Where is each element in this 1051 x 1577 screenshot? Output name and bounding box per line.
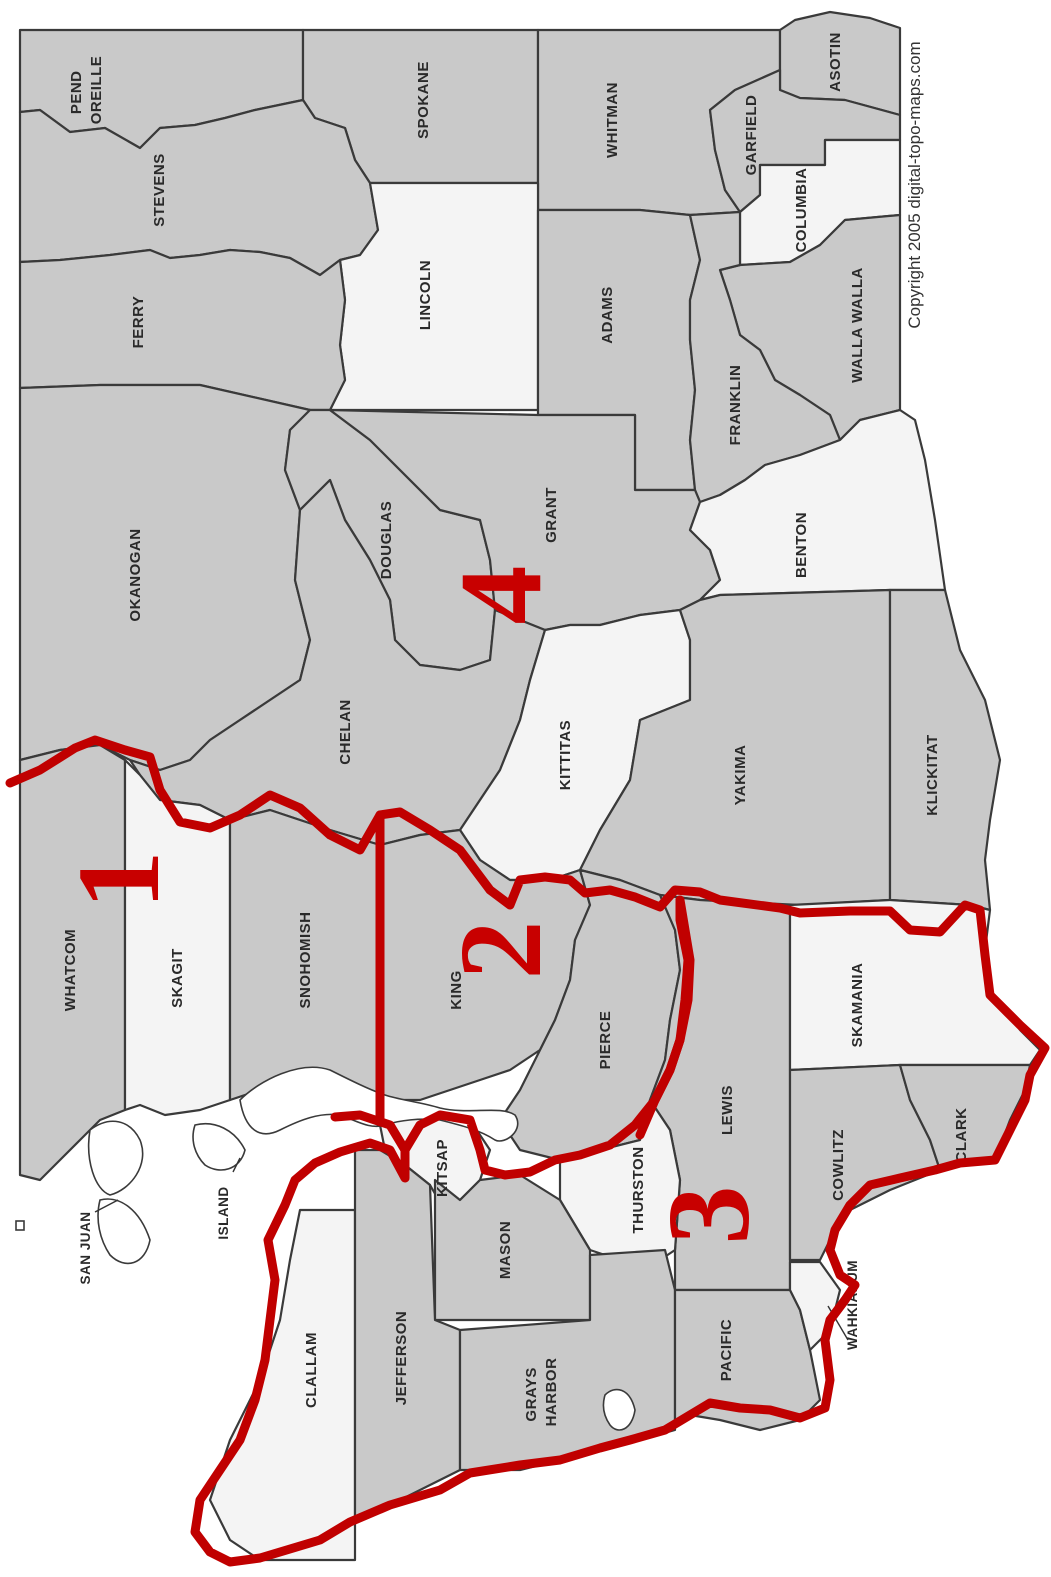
county-mason bbox=[433, 1173, 592, 1322]
label-lincoln: LINCOLN bbox=[417, 260, 434, 330]
county-labels: PEND OREILLE SPOKANE WHITMAN ASOTIN GARF… bbox=[62, 32, 970, 1426]
label-grant: GRANT bbox=[543, 487, 560, 543]
label-lewis: LEWIS bbox=[719, 1085, 736, 1135]
county-skamania bbox=[788, 898, 1042, 1072]
label-thurston: THURSTON bbox=[630, 1146, 647, 1233]
leader-san-juan bbox=[94, 1199, 119, 1213]
label-whitman: WHITMAN bbox=[604, 82, 621, 158]
label-cowlitz: COWLITZ bbox=[830, 1129, 847, 1201]
region-number-4: 4 bbox=[435, 566, 566, 625]
label-benton: BENTON bbox=[793, 512, 810, 578]
label-asotin: ASOTIN bbox=[827, 32, 844, 92]
label-whatcom: WHATCOM bbox=[62, 929, 79, 1011]
region-number-2: 2 bbox=[435, 921, 566, 980]
label-spokane: SPOKANE bbox=[415, 61, 432, 139]
label-island: ISLAND bbox=[216, 1186, 231, 1239]
label-pierce: PIERCE bbox=[597, 1011, 614, 1070]
label-snohomish: SNOHOMISH bbox=[297, 911, 314, 1008]
label-skamania: SKAMANIA bbox=[849, 963, 866, 1048]
region-boundaries bbox=[5, 735, 1050, 1567]
label-pacific: PACIFIC bbox=[718, 1319, 735, 1381]
label-grays-harbor: GRAYS HARBOR bbox=[523, 1358, 560, 1427]
label-skagit: SKAGIT bbox=[169, 948, 186, 1008]
label-kitsap: KITSAP bbox=[434, 1139, 451, 1197]
leader-island bbox=[232, 1157, 241, 1173]
label-clallam: CLALLAM bbox=[303, 1332, 320, 1408]
boundary-region-1-north bbox=[5, 735, 1050, 1567]
label-douglas: DOUGLAS bbox=[378, 501, 395, 580]
label-franklin: FRANKLIN bbox=[727, 365, 744, 446]
copyright-notice: Copyright 2005 digital-topo-maps.com bbox=[905, 41, 924, 328]
label-klickitat: KLICKITAT bbox=[924, 734, 941, 815]
county-klickitat bbox=[888, 588, 1002, 912]
label-chelan: CHELAN bbox=[337, 699, 354, 765]
county-shapes bbox=[18, 10, 1042, 1562]
region-numbers: 1 2 3 4 bbox=[53, 566, 774, 1245]
region-number-3: 3 bbox=[643, 1186, 774, 1245]
region-number-1: 1 bbox=[53, 851, 184, 910]
label-kittitas: KITTITAS bbox=[557, 720, 574, 790]
label-mason: MASON bbox=[497, 1221, 514, 1279]
label-king: KING bbox=[448, 970, 465, 1010]
label-walla-walla: WALLA WALLA bbox=[849, 267, 866, 383]
label-pend-oreille: PEND OREILLE bbox=[68, 56, 105, 125]
label-jefferson: JEFFERSON bbox=[393, 1311, 410, 1406]
label-adams: ADAMS bbox=[599, 286, 616, 344]
boundary-region-2-3 bbox=[635, 895, 695, 1140]
label-columbia: COLUMBIA bbox=[793, 168, 810, 253]
label-clark: CLARK bbox=[953, 1108, 970, 1163]
boundary-sound-1 bbox=[330, 1110, 410, 1155]
label-ferry: FERRY bbox=[130, 296, 147, 349]
label-stevens: STEVENS bbox=[151, 153, 168, 227]
label-wahkiakum: WAHKIAKUM bbox=[845, 1260, 860, 1350]
label-garfield: GARFIELD bbox=[743, 95, 760, 176]
label-yakima: YAKIMA bbox=[732, 745, 749, 806]
label-san-juan: SAN JUAN bbox=[78, 1211, 93, 1284]
label-okanogan: OKANOGAN bbox=[127, 528, 144, 621]
county-clallam bbox=[208, 1208, 357, 1562]
county-benton bbox=[688, 408, 947, 602]
